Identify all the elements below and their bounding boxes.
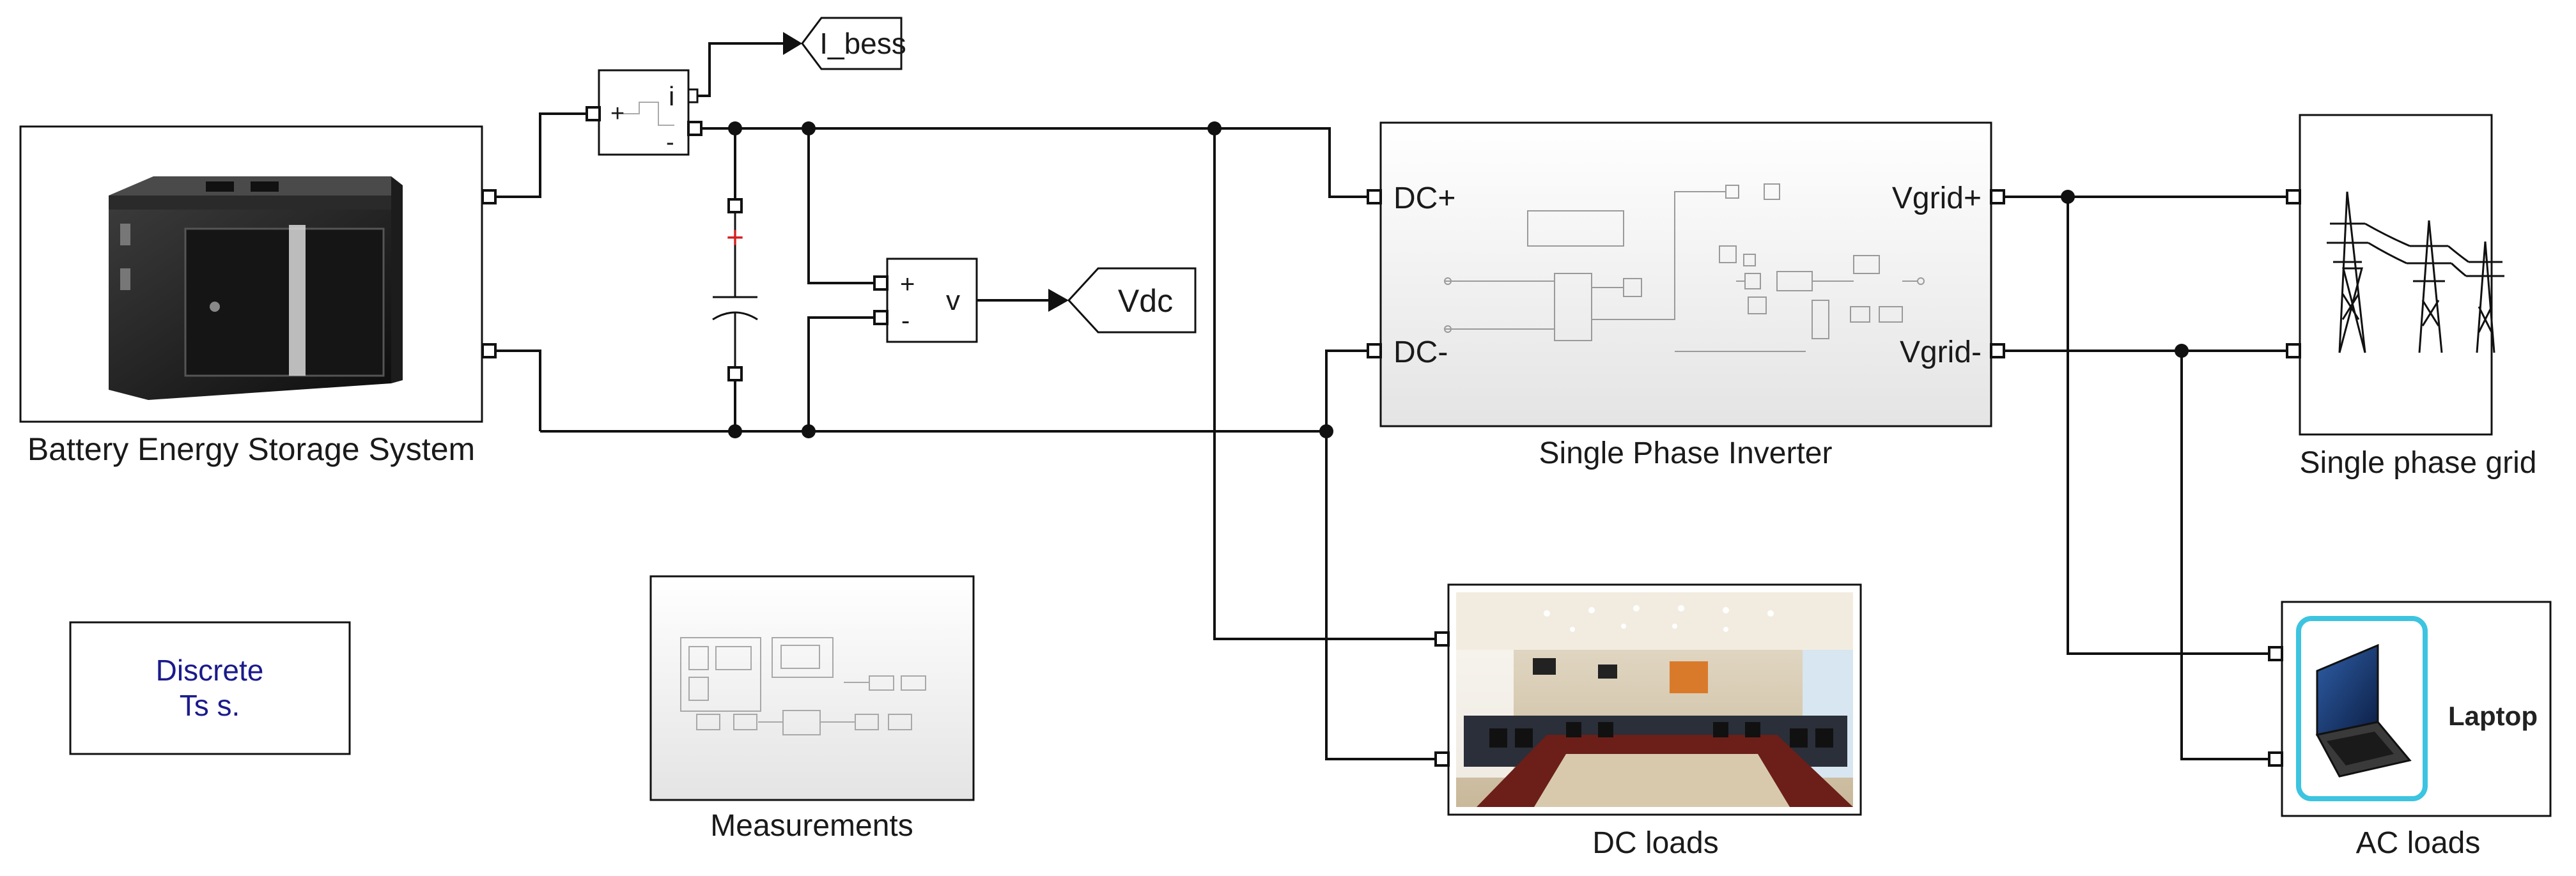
ac-loads-port-neg[interactable] (2268, 751, 2283, 767)
grid-block-frame[interactable] (2299, 114, 2493, 436)
powergui-line2: Ts s. (180, 689, 240, 722)
inverter-port-label-dc-minus: DC- (1393, 335, 1448, 369)
powergui-block[interactable]: Discrete Ts s. (69, 621, 351, 755)
ac-loads-image-text: Laptop (2448, 701, 2538, 731)
junction-dot (2061, 190, 2075, 204)
wire-i-signal (695, 42, 783, 97)
voltage-sensor-frame[interactable] (886, 257, 978, 343)
current-sensor-plus: + (610, 100, 625, 127)
voltage-sensor-port-plus[interactable] (873, 275, 888, 291)
voltage-sensor-block[interactable]: + - v (873, 257, 978, 343)
current-sensor-inner-icon (623, 102, 674, 126)
current-sensor-block[interactable]: + - i (586, 69, 702, 156)
junction-dot (728, 424, 742, 438)
current-sensor-frame[interactable] (598, 69, 690, 156)
battery-port-pos[interactable] (481, 189, 497, 204)
dc-loads-block[interactable]: DC loads (1434, 583, 1862, 860)
goto-i-bess-label: I_bess (819, 27, 906, 60)
battery-port-neg[interactable] (481, 343, 497, 358)
dc-loads-port-neg[interactable] (1434, 751, 1450, 767)
inverter-port-dc-plus[interactable] (1367, 189, 1382, 204)
inverter-port-label-dc-plus: DC+ (1393, 181, 1455, 215)
inverter-label: Single Phase Inverter (1539, 436, 1833, 470)
capacitor-block[interactable]: + (712, 198, 758, 381)
powergui-line1: Discrete (156, 654, 264, 687)
junction-dot (802, 121, 816, 135)
current-sensor-label: i (669, 81, 674, 111)
measurements-label: Measurements (710, 809, 913, 843)
junction-dot (2175, 344, 2189, 358)
measurements-block-frame[interactable] (649, 575, 975, 801)
inverter-port-label-vgrid-minus: Vgrid- (1900, 335, 1982, 369)
grid-block[interactable]: Single phase grid (2286, 114, 2537, 480)
junction-dot (728, 121, 742, 135)
junctions (728, 121, 2189, 438)
current-sensor-port-plus[interactable] (586, 106, 601, 121)
capacitor-port-bottom[interactable] (727, 366, 743, 381)
voltage-sensor-plus: + (900, 270, 915, 298)
wire-acload-pos (2067, 197, 2269, 655)
wire-battery-neg (490, 350, 541, 431)
server-cabinet-icon (109, 176, 403, 400)
arrow-head-icon (1048, 289, 1069, 312)
inverter-port-dc-minus[interactable] (1367, 343, 1382, 358)
wire-dcload-pos (1213, 128, 1442, 640)
current-sensor-port-minus[interactable] (687, 121, 702, 136)
transmission-tower-icon (2327, 191, 2504, 353)
arrow-head-icon (783, 32, 802, 55)
voltage-sensor-port-minus[interactable] (873, 310, 888, 325)
laptop-icon (2315, 643, 2412, 778)
measurements-subsystem-thumbnail (680, 637, 926, 735)
inverter-port-label-vgrid-plus: Vgrid+ (1892, 181, 1982, 215)
goto-vdc-frame[interactable] (1067, 267, 1197, 334)
grid-port-neg[interactable] (2286, 343, 2301, 358)
ac-loads-port-pos[interactable] (2268, 646, 2283, 661)
goto-vdc[interactable]: Vdc (1048, 267, 1197, 334)
inverter-port-vgrid-plus[interactable] (1990, 189, 2005, 204)
junction-dot (1319, 424, 1333, 438)
ac-loads-label: AC loads (2356, 826, 2481, 860)
goto-i-bess-frame[interactable] (801, 17, 903, 70)
inverter-subsystem-thumbnail (1444, 183, 1925, 352)
capacitor-port-top[interactable] (727, 198, 743, 213)
junction-dot (1207, 121, 1222, 135)
dc-loads-label: DC loads (1592, 826, 1718, 860)
capacitor-plus: + (726, 221, 744, 255)
battery-label: Battery Energy Storage System (27, 431, 475, 467)
dc-loads-port-pos[interactable] (1434, 631, 1450, 647)
goto-i-bess[interactable]: I_bess (783, 17, 906, 70)
junction-dot (802, 424, 816, 438)
grid-port-pos[interactable] (2286, 189, 2301, 204)
wire-vsensor-minus (807, 316, 879, 431)
conference-room-image (1456, 592, 1853, 807)
wire-battery-pos (490, 112, 593, 198)
goto-vdc-label: Vdc (1118, 283, 1173, 319)
powergui-block-frame[interactable] (69, 621, 351, 755)
inverter-port-vgrid-minus[interactable] (1990, 343, 2005, 358)
inverter-block[interactable]: DC+ DC- Vgrid+ Vgrid- Single Phase Inver… (1367, 121, 2005, 470)
capacitor-curved-plate-icon (712, 311, 758, 321)
inverter-block-frame[interactable] (1379, 121, 1992, 427)
wire-vsensor-plus (807, 128, 879, 284)
ac-loads-block[interactable]: Laptop AC loads (2268, 601, 2552, 860)
voltage-sensor-minus: - (901, 307, 910, 335)
wires (490, 42, 2288, 760)
measurements-block[interactable]: Measurements (649, 575, 975, 843)
wire-dc-bus-top (695, 127, 1374, 198)
current-sensor-minus: - (666, 129, 674, 156)
voltage-sensor-label: v (946, 285, 960, 316)
wire-inverter-dc-minus (1325, 350, 1442, 760)
grid-label: Single phase grid (2300, 446, 2537, 480)
battery-block[interactable]: Battery Energy Storage System (19, 125, 497, 467)
wire-acload-neg (2180, 351, 2269, 760)
current-sensor-port-out[interactable] (687, 88, 699, 104)
